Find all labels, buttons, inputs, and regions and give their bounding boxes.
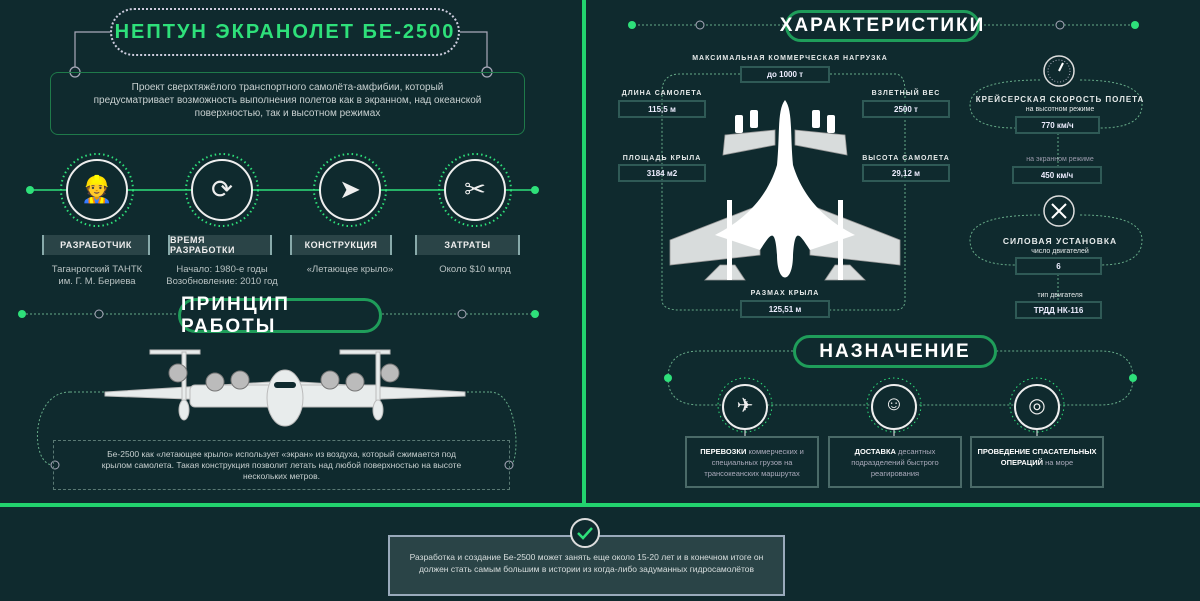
takeoff-weight-value: 2500 т — [862, 100, 950, 118]
takeoff-weight-label: ВЗЛЕТНЫЙ ВЕС — [871, 90, 941, 97]
main-title-pill: НЕПТУН ЭКРАНОЛЕТ БЕ-2500 — [110, 8, 460, 56]
speed-mode1: на высотном режиме — [1025, 106, 1095, 113]
intro-text: Проект сверхтяжёлого транспортного самол… — [93, 82, 482, 119]
speed-value2: 450 км/ч — [1012, 166, 1102, 184]
payload-value: до 1000 т — [740, 66, 830, 83]
fact-label: РАЗРАБОТЧИК — [42, 235, 150, 255]
engine-type-label: тип двигателя — [1037, 292, 1083, 299]
fact-line1: Таганрогский ТАНТК — [51, 264, 143, 275]
fact-icon-ring — [313, 153, 387, 227]
fact-label: КОНСТРУКЦИЯ — [290, 235, 392, 255]
purpose-item: ПЕРЕВОЗКИ коммерческих и специальных гру… — [685, 436, 819, 488]
checkmark-icon — [570, 518, 600, 548]
fact-line1: Около $10 млрд — [439, 264, 511, 275]
fact-label: ЗАТРАТЫ — [415, 235, 520, 255]
engineer-icon: 👷 — [80, 174, 114, 204]
wingspan-label: РАЗМАХ КРЫЛА — [750, 290, 820, 297]
purpose-icon-ring — [1009, 377, 1065, 437]
wing-area-value: 3184 м2 — [618, 164, 706, 182]
engine-count-value: 6 — [1015, 257, 1102, 275]
length-label: ДЛИНА САМОЛЕТА — [621, 90, 703, 97]
speed-label: КРЕЙСЕРСКАЯ СКОРОСТЬ ПОЛЕТА — [975, 95, 1145, 104]
principle-title-pill: ПРИНЦИП РАБОТЫ — [178, 294, 382, 337]
lifebuoy-icon: ◎ — [1028, 395, 1046, 417]
fact-icon-ring — [60, 153, 134, 227]
vertical-divider — [582, 0, 586, 507]
power-label: СИЛОВАЯ УСТАНОВКА — [1002, 236, 1118, 246]
principle-title: ПРИНЦИП РАБОТЫ — [181, 293, 290, 337]
paper-plane-icon: ➤ — [339, 174, 361, 204]
scissors-dollar-icon: ✂ — [464, 174, 486, 204]
intro-box: Проект сверхтяжёлого транспортного самол… — [50, 72, 525, 135]
purpose-item-bold: ПРОВЕДЕНИЕ СПАСАТЕЛЬНЫХ ОПЕРАЦИЙ — [977, 447, 1097, 467]
length-value: 115,5 м — [618, 100, 706, 118]
fact-line1: Начало: 1980-е годы — [176, 264, 268, 275]
plane-over-water-icon: ✈ — [736, 395, 754, 417]
speed-mode2: на экранном режиме — [1026, 156, 1094, 163]
purpose-title: НАЗНАЧЕНИЕ — [819, 340, 971, 362]
purpose-item: ПРОВЕДЕНИЕ СПАСАТЕЛЬНЫХ ОПЕРАЦИЙ на море — [970, 436, 1104, 488]
payload-label: МАКСИМАЛЬНАЯ КОММЕРЧЕСКАЯ НАГРУЗКА — [692, 55, 888, 62]
purpose-title-pill: НАЗНАЧЕНИЕ — [793, 335, 997, 368]
fact-line2: им. Г. М. Бериева — [58, 276, 136, 287]
fact-icon-ring — [438, 153, 512, 227]
fact-line2: Возобновление: 2010 год — [166, 276, 278, 287]
purpose-item-bold: ПЕРЕВОЗКИ — [700, 447, 747, 456]
soldier-icon: ☺ — [883, 393, 905, 415]
fact-label: ВРЕМЯ РАЗРАБОТКИ — [168, 235, 272, 255]
height-label: ВЫСОТА САМОЛЕТА — [862, 155, 950, 162]
specs-title: ХАРАКТЕРИСТИКИ — [779, 15, 986, 36]
engine-count-label: число двигателей — [1031, 248, 1089, 255]
horizontal-divider — [0, 503, 1200, 507]
purpose-item-text: десантных подразделений быстрого реагиро… — [851, 447, 939, 478]
engine-type-value: ТРДД НК-116 — [1015, 301, 1102, 319]
principle-text-box: Бе-2500 как «летающее крыло» использует … — [53, 440, 510, 490]
height-value: 29,12 м — [862, 164, 950, 182]
wing-area-label: ПЛОЩАДЬ КРЫЛА — [622, 155, 702, 162]
fact-line1: «Летающее крыло» — [306, 264, 394, 275]
speed-value1: 770 км/ч — [1015, 116, 1100, 134]
purpose-item-text: коммерческих и специальных грузов на тра… — [704, 447, 804, 478]
purpose-item: ДОСТАВКА десантных подразделений быстрог… — [828, 436, 962, 488]
main-title: НЕПТУН ЭКРАНОЛЕТ БЕ-2500 — [114, 20, 456, 43]
conclusion-text: Разработка и создание Бе-2500 может заня… — [409, 552, 764, 574]
specs-title-pill: ХАРАКТЕРИСТИКИ — [780, 10, 983, 42]
purpose-icon-ring — [866, 377, 922, 437]
clock-gear-icon: ⟳ — [211, 174, 233, 204]
plane-front-view — [104, 349, 466, 427]
purpose-item-bold: ДОСТАВКА — [854, 447, 896, 456]
fact-icon-ring — [185, 153, 259, 227]
principle-text: Бе-2500 как «летающее крыло» использует … — [101, 449, 462, 481]
purpose-icon-ring — [717, 377, 773, 437]
wingspan-value: 125,51 м — [740, 300, 830, 318]
gauge-icon — [1043, 55, 1075, 87]
wrench-screwdriver-icon — [1043, 195, 1075, 227]
purpose-item-text: на море — [1045, 458, 1074, 467]
plane-top-view — [669, 100, 901, 281]
